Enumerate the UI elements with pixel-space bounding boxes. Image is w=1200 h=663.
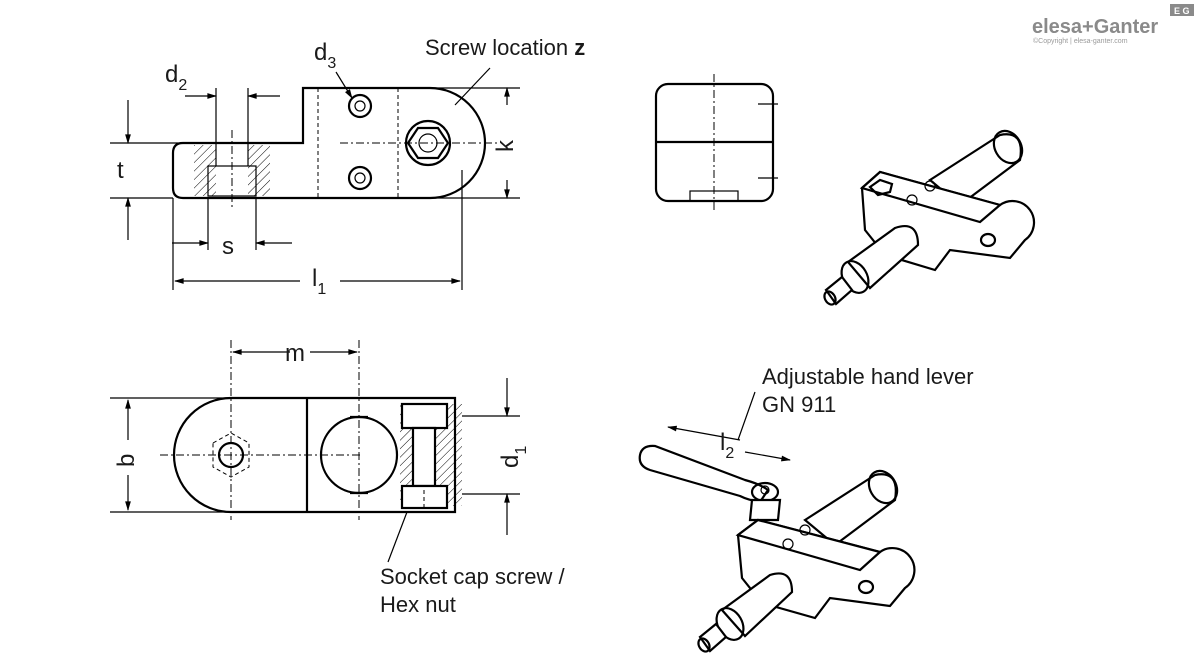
- brand-logo-text: elesa+Ganter: [1032, 16, 1158, 38]
- brand-copyright: ©Copyright | elesa-ganter.com: [1033, 37, 1128, 45]
- socket-screw-label: Socket cap screw /: [380, 564, 566, 589]
- iso-lever-section: Adjustable hand lever GN 911 l2: [638, 364, 974, 653]
- iso-clamp-top: [823, 129, 1036, 306]
- plan-hex-nut-icon: [212, 432, 250, 478]
- brand-badge-box: [1170, 4, 1194, 16]
- plan-view-section: m b d1 Socket cap screw / Hex nut: [110, 340, 566, 617]
- iso-top-hex-icon: [868, 178, 894, 197]
- side-view-section: t d2 d3 Screw location z k s l1: [110, 35, 585, 298]
- plan-screw-head: [400, 402, 449, 430]
- iso-top-hole: [979, 232, 997, 248]
- brand-logo: elesa+Ganter E G ©Copyright | elesa-gant…: [1032, 4, 1194, 45]
- plan-bore-hole: [217, 441, 245, 469]
- hand-lever-label-line1: Adjustable hand lever: [762, 364, 974, 389]
- brand-badge-text: E G: [1174, 6, 1190, 16]
- screw-location-label: Screw location z: [425, 35, 585, 60]
- socket-screw-leader: [387, 511, 408, 563]
- screw-hole-bottom: [347, 165, 373, 191]
- dim-m-label: m: [285, 340, 305, 367]
- dim-k-label: k: [492, 139, 519, 152]
- dim-l1-label: l1: [312, 265, 326, 298]
- hand-lever-label-line2: GN 911: [762, 392, 836, 417]
- front-view-section: [654, 74, 778, 210]
- dim-s-label: s: [222, 233, 234, 260]
- plan-screw-shank: [411, 426, 437, 488]
- hand-lever-leader: [737, 391, 756, 441]
- hand-lever-handle: [638, 444, 770, 504]
- screw-location-leader: [454, 67, 491, 106]
- screw-hole-top: [347, 93, 373, 119]
- hex-nut-label: Hex nut: [380, 592, 456, 617]
- dim-l2-label: l2: [720, 429, 734, 462]
- dim-b-label: b: [113, 454, 140, 467]
- dim-d3-label: d3: [314, 39, 336, 72]
- dim-d1-label: d1: [497, 446, 530, 468]
- side-view-hatch-right: [248, 145, 270, 196]
- dim-t-label: t: [117, 157, 124, 184]
- dim-d2-label: d2: [165, 61, 187, 94]
- side-view-hatch-left: [194, 145, 216, 196]
- iso-lever-hole: [857, 579, 875, 595]
